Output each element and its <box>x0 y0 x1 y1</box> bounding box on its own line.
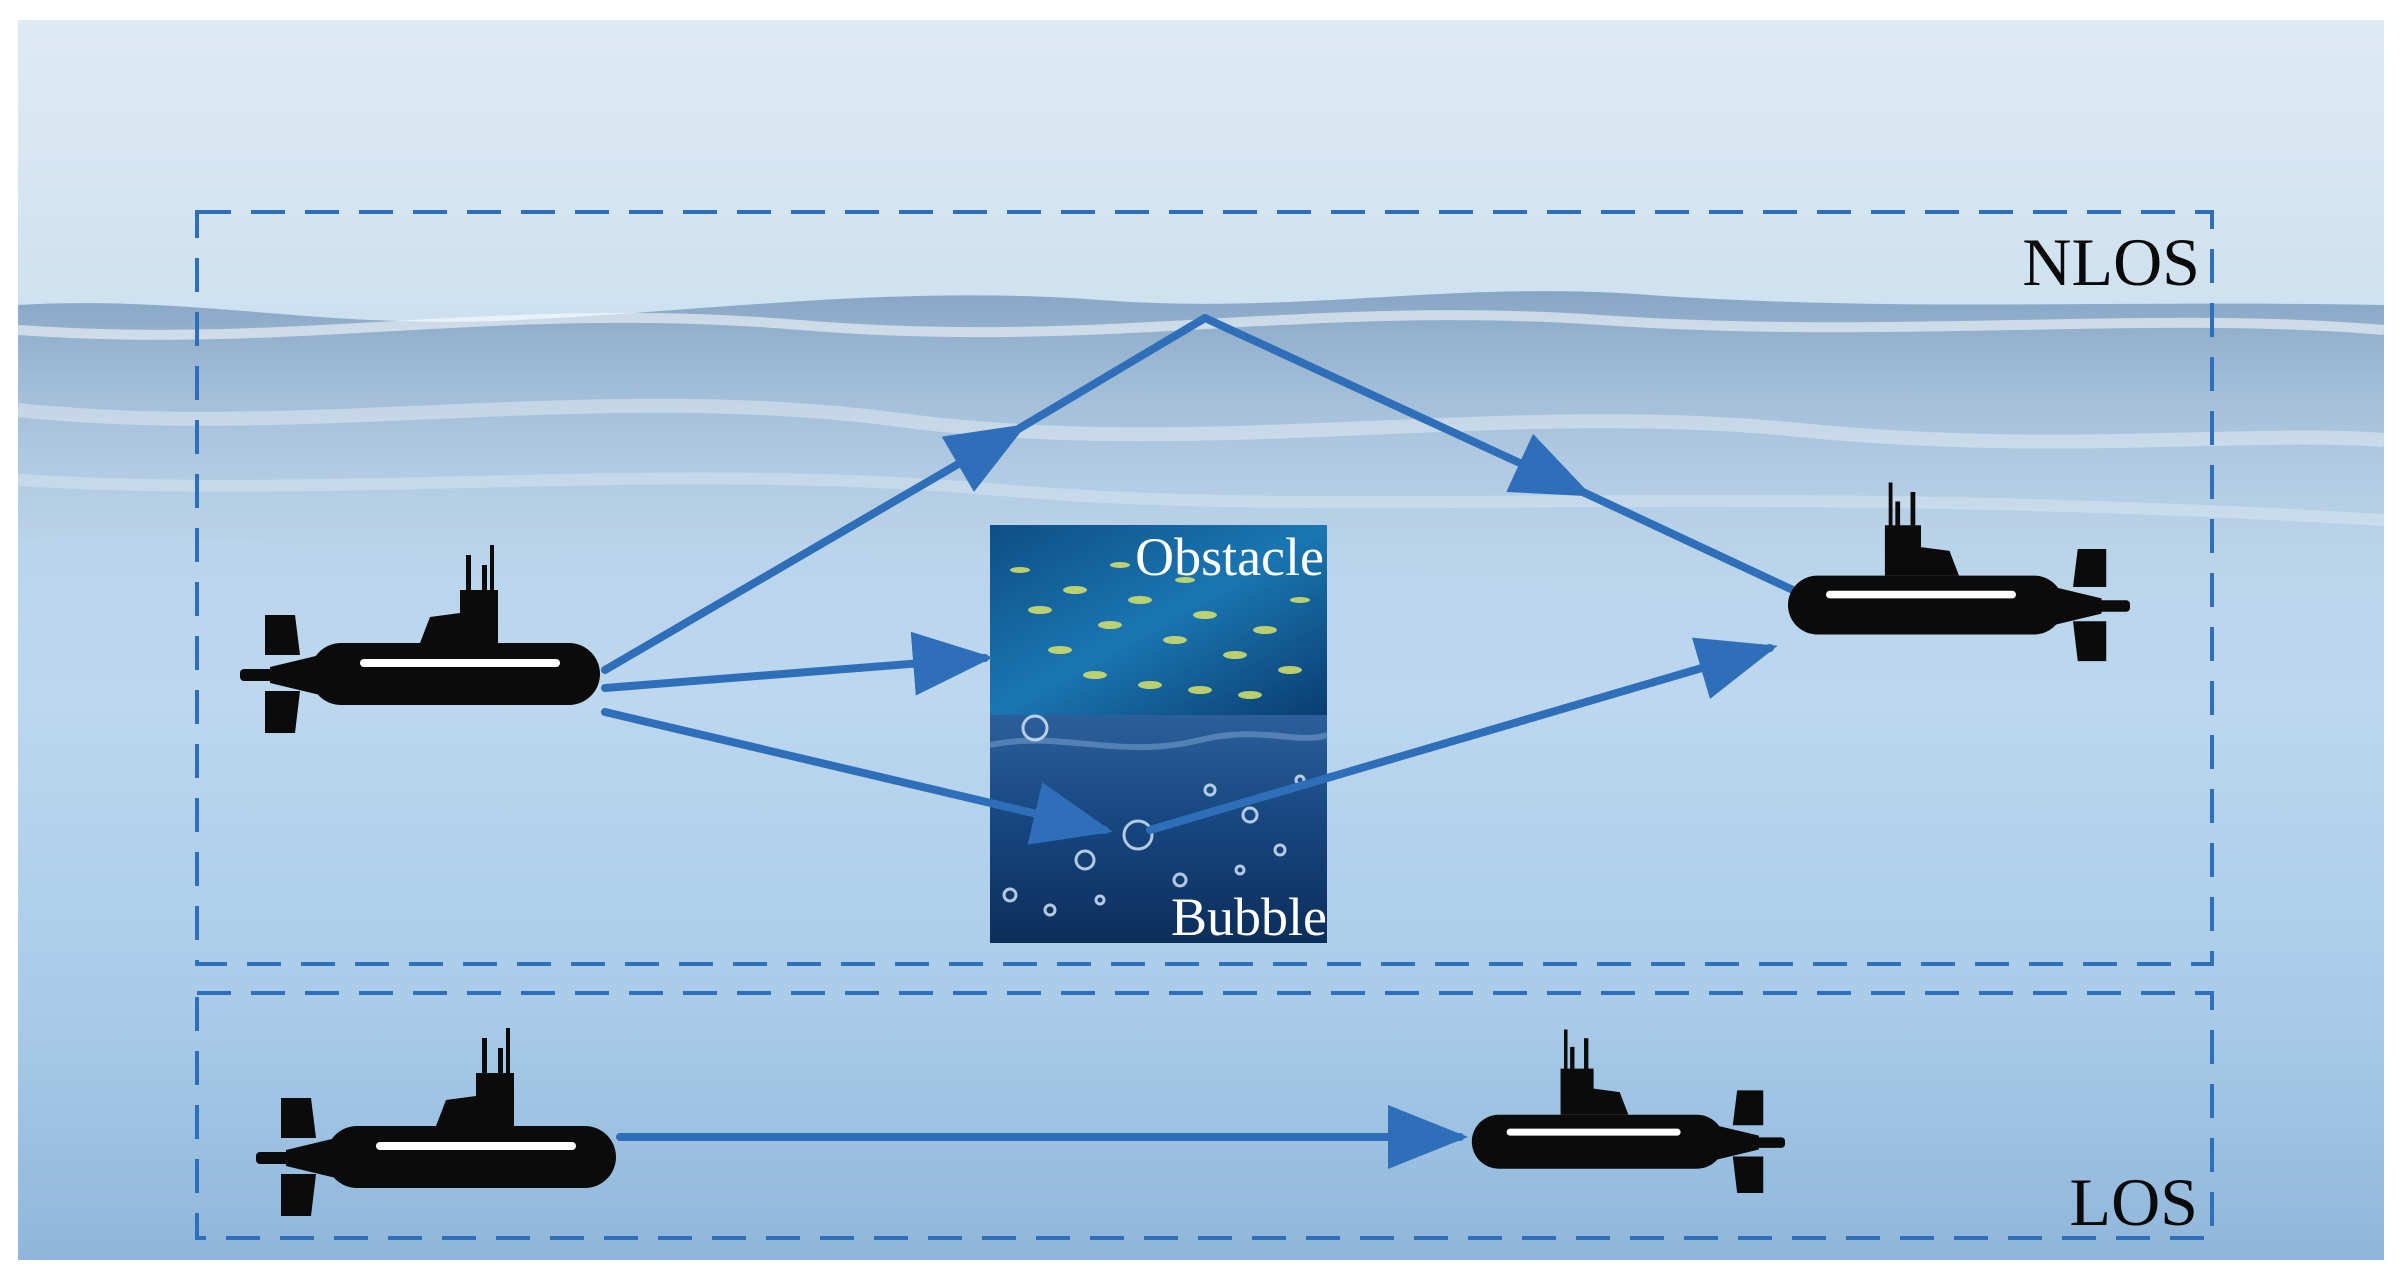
obstacle-label: Obstacle <box>1135 527 1324 587</box>
arrow-surface-segment <box>1016 314 1209 432</box>
nlos-region-box <box>195 210 2214 966</box>
los-region-box <box>195 991 2214 1240</box>
arrow-tx-to-bubble <box>601 708 1113 845</box>
nlos-label: NLOS <box>2022 224 2200 300</box>
arrow-surface-to-rx <box>1201 314 1593 497</box>
nlos-arrows <box>601 314 1814 845</box>
arrow-bubble-to-rx <box>1146 637 1778 834</box>
obstacle-photo: Obstacle <box>990 525 1327 715</box>
bubble-label: Bubble <box>1171 887 1327 947</box>
sea-surface <box>17 291 2385 624</box>
arrow-tx-to-surface <box>601 423 1027 674</box>
los-label: LOS <box>2070 1164 2198 1240</box>
arrow-tx-to-obstacle <box>601 631 993 696</box>
arrow-surface-to-rx-tail <box>1581 489 1814 602</box>
